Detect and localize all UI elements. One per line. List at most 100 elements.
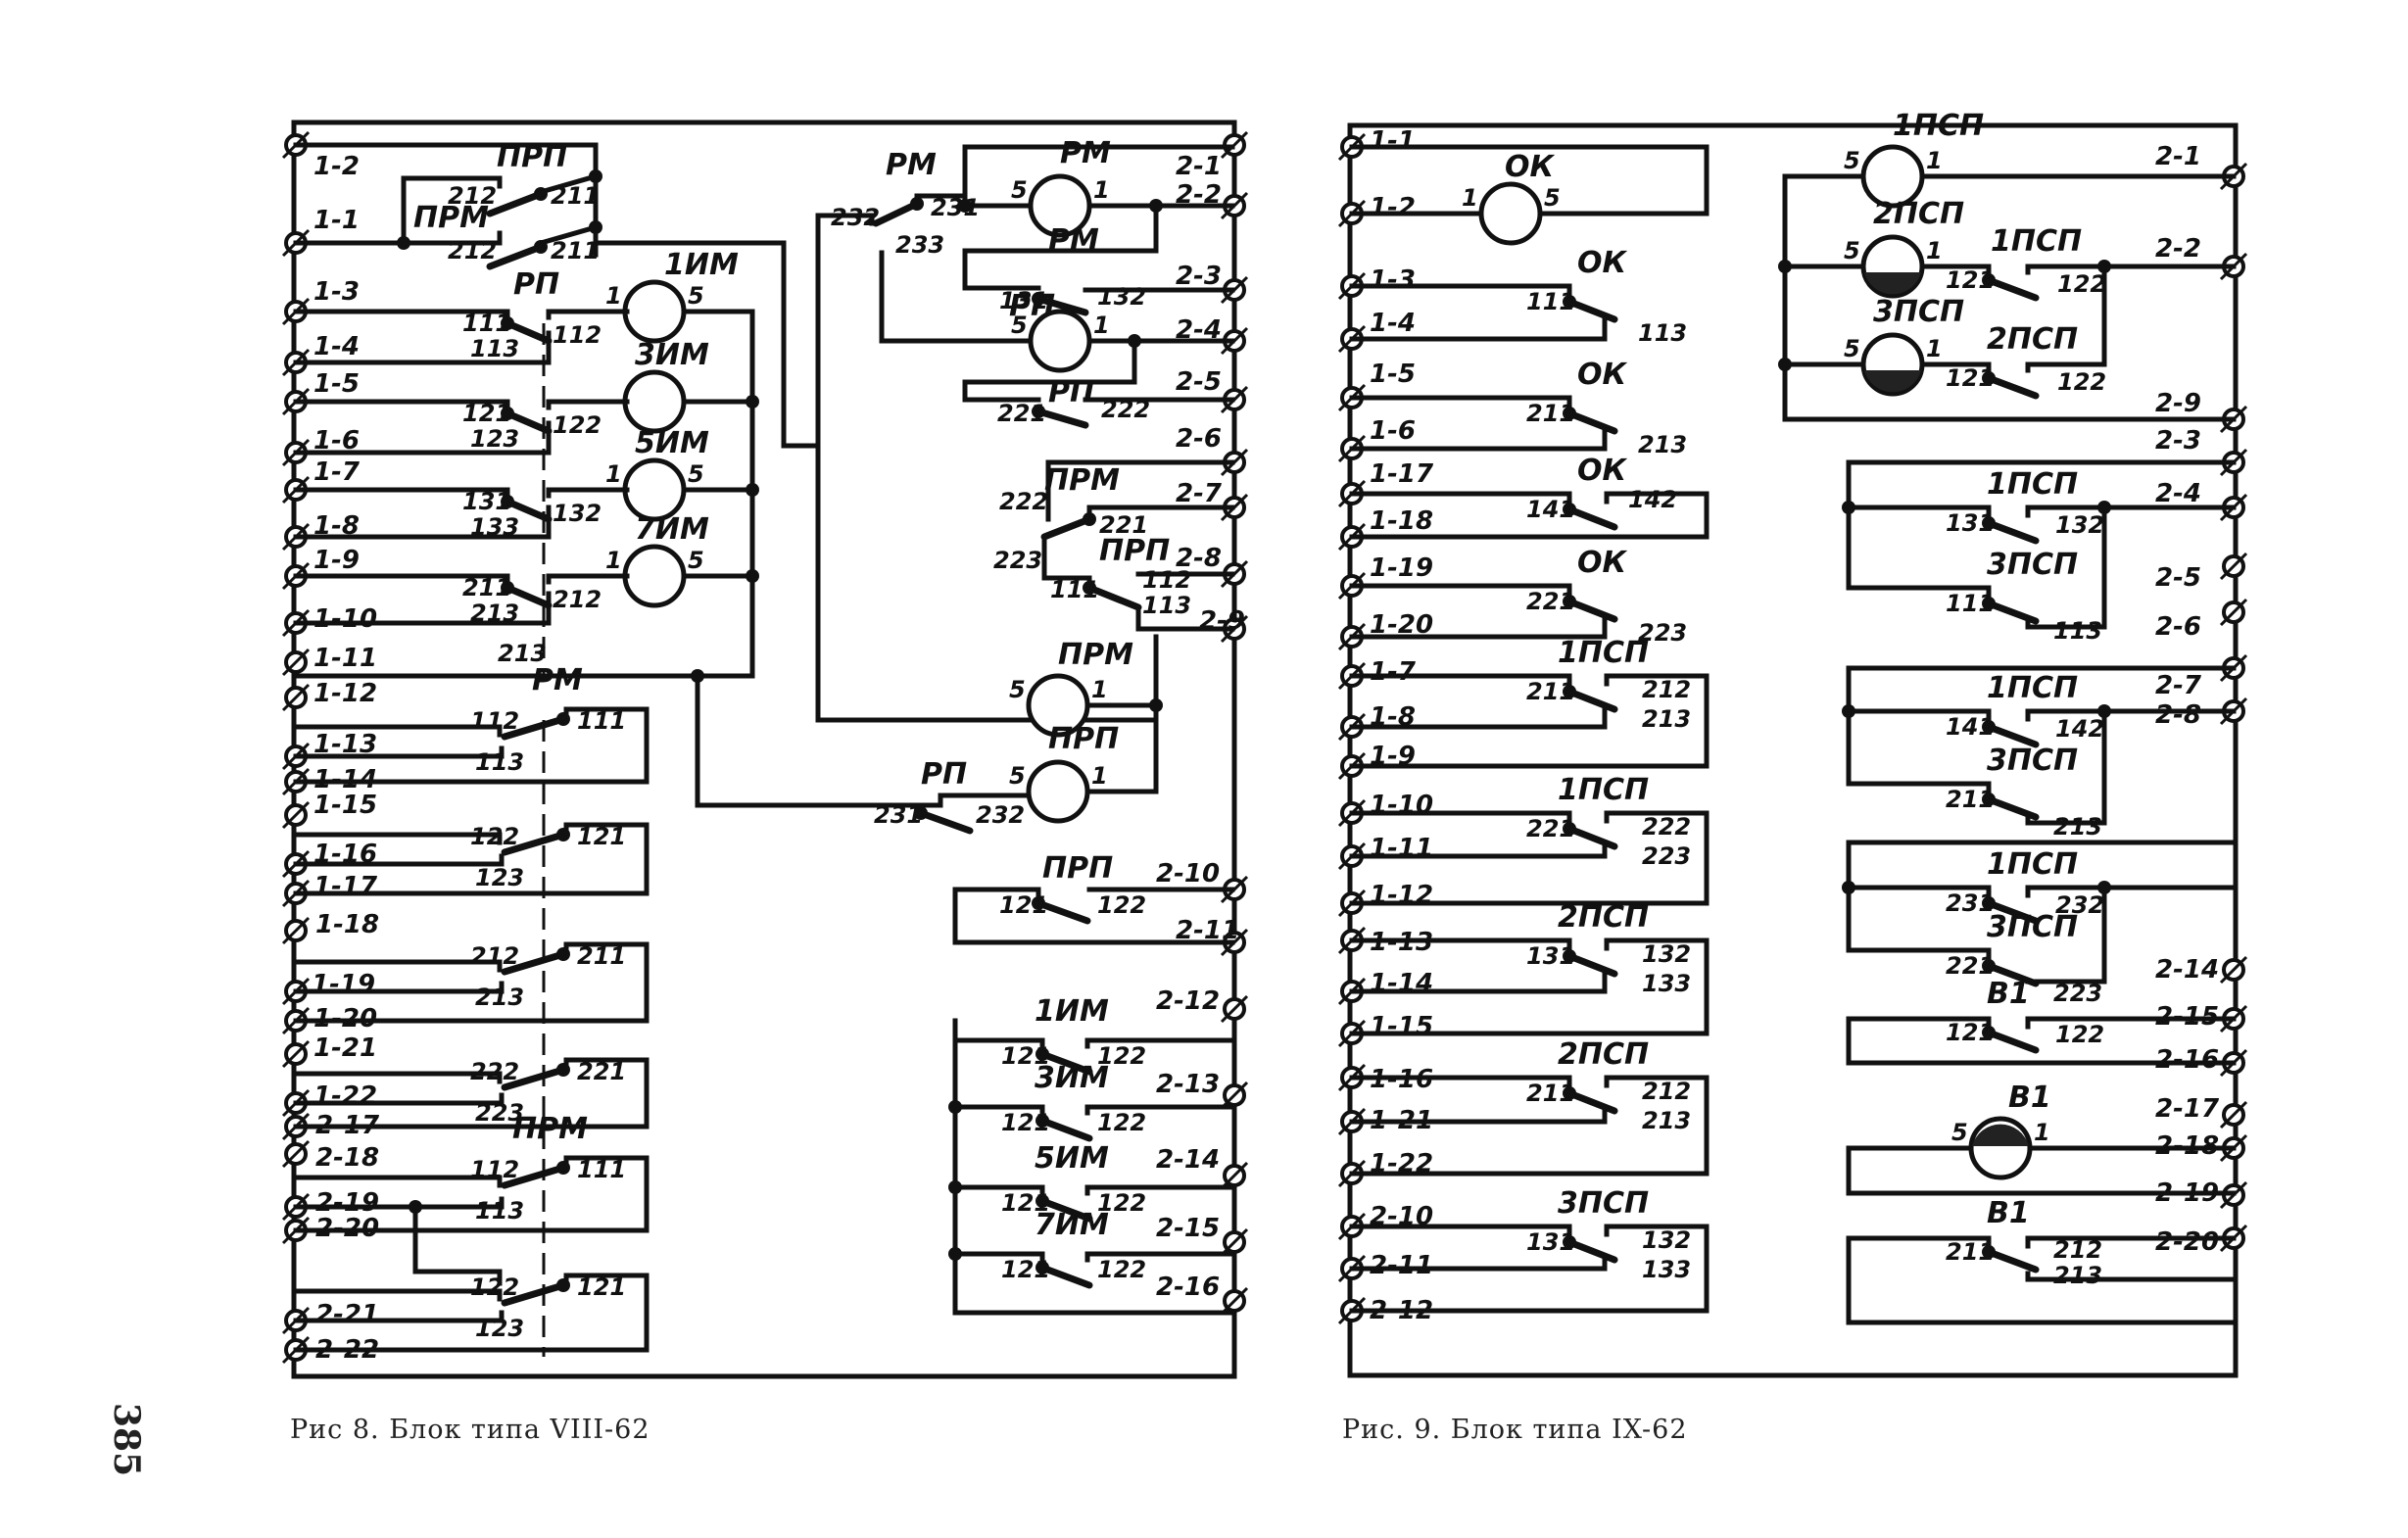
- terminal-1-21[interactable]: 1-21: [281, 1033, 377, 1069]
- wire: [952, 887, 1235, 945]
- contact-relay-label: 1ПСП: [1558, 773, 1649, 807]
- wire: [293, 853, 505, 867]
- terminal-1-19[interactable]: 1-19: [1337, 553, 1433, 601]
- terminal-2-14[interactable]: 2-14: [2155, 955, 2248, 985]
- terminal-1-11[interactable]: 1-11: [1337, 834, 1433, 871]
- terminal-2-11[interactable]: 2-11: [1337, 1251, 1433, 1283]
- terminal-1-19[interactable]: 1-19: [281, 970, 375, 1006]
- terminal-2-21[interactable]: 2-21: [281, 1300, 379, 1335]
- terminal-2-10[interactable]: 2-10: [1156, 859, 1249, 904]
- contact-pivot-label: 111: [1946, 590, 1995, 617]
- terminal-2-1[interactable]: 2-1: [2155, 142, 2248, 191]
- wire: [1135, 604, 1235, 632]
- terminal-label: 2-6: [2155, 612, 2201, 642]
- terminal-1-13[interactable]: 1-13: [281, 730, 377, 771]
- terminal-2-5[interactable]: 2-5: [2155, 552, 2248, 593]
- wire: [1349, 810, 1572, 828]
- coil-pin: 1: [605, 282, 622, 310]
- terminal-1-10[interactable]: 1-10: [281, 604, 377, 638]
- terminal-label: 1-3: [1370, 265, 1416, 295]
- terminal-2-17[interactable]: 2-17: [2155, 1094, 2248, 1129]
- contact-fixed-label: 133: [1642, 1256, 1691, 1283]
- wire: [1782, 173, 2237, 422]
- contact-relay-label: ОК: [1577, 546, 1628, 580]
- terminal-1-20[interactable]: 1-20: [1337, 610, 1433, 651]
- terminal-2-3[interactable]: 2-3: [2155, 426, 2248, 477]
- contact-fixed-label: 222: [470, 1058, 519, 1085]
- terminal-2-2[interactable]: 2-2: [2155, 234, 2248, 281]
- terminal-label: 2-1: [2155, 142, 2201, 171]
- terminal-2-18[interactable]: 2-18: [281, 1139, 379, 1173]
- terminal-label: 1-4: [1370, 309, 1416, 338]
- wire: [1349, 583, 1572, 601]
- terminal-1-5[interactable]: 1-5: [1337, 360, 1416, 412]
- coil-pin: 1: [1926, 147, 1943, 174]
- coil-pin: 1: [1926, 335, 1943, 362]
- contact-fixed-label: 122: [2057, 270, 2106, 298]
- contact-fixed-label: 122: [470, 1274, 519, 1301]
- terminal-2-6[interactable]: 2-6: [2155, 598, 2248, 642]
- contact-fixed-label: 212: [1642, 1078, 1691, 1105]
- terminal-2-10[interactable]: 2-10: [1337, 1202, 1433, 1241]
- wire: [879, 250, 1034, 344]
- terminal-slash: [1220, 994, 1249, 1024]
- contact-pivot-label: 231: [1946, 889, 1995, 917]
- junction-dot: [1842, 501, 1855, 514]
- terminal-1-18[interactable]: 1-18: [1337, 506, 1433, 552]
- contact-relay-label: 1ПСП: [1991, 224, 2082, 259]
- wire: [962, 144, 1235, 209]
- terminal-1-10[interactable]: 1-10: [1337, 791, 1433, 828]
- wire: [546, 309, 630, 320]
- terminal-slash: [281, 916, 311, 945]
- terminal-1-14[interactable]: 1-14: [1337, 969, 1433, 1006]
- terminal-2-20[interactable]: 2-20: [2155, 1224, 2248, 1257]
- contact-pivot-label: 121: [1001, 1256, 1050, 1283]
- terminal-1-12[interactable]: 1-12: [1337, 881, 1433, 918]
- contact-relay-label: 2ПСП: [1558, 900, 1649, 935]
- contact-blade: [1038, 1264, 1093, 1289]
- terminal-2-7[interactable]: 2-7: [2155, 653, 2248, 700]
- contact-pivot-label: 221: [1946, 952, 1995, 980]
- terminal-1-15[interactable]: 1-15: [281, 791, 377, 830]
- wire: [1349, 491, 1572, 508]
- terminal-1-22[interactable]: 1-22: [1337, 1149, 1433, 1188]
- terminal-1-3[interactable]: 1-3: [281, 277, 360, 326]
- terminal-1-11[interactable]: 1-11: [281, 644, 377, 677]
- terminal-1-4[interactable]: 1-4: [281, 332, 360, 377]
- terminal-2-4[interactable]: 2-4: [2155, 479, 2248, 522]
- terminal-2-9[interactable]: 2-9: [1199, 606, 1249, 644]
- terminal-1-22[interactable]: 1-22: [281, 1081, 377, 1118]
- terminal-1-17[interactable]: 1-17: [281, 872, 378, 908]
- junction-dot: [397, 236, 410, 250]
- terminal-2-12[interactable]: 2-12: [1156, 986, 1249, 1024]
- terminal-slash: [1220, 1081, 1249, 1110]
- terminal-1-17[interactable]: 1-17: [1337, 459, 1434, 508]
- contact-relay-label: 3ПСП: [1558, 1186, 1649, 1221]
- terminal-2-8[interactable]: 2-8: [2155, 697, 2248, 730]
- terminal-1-18[interactable]: 1-18: [281, 910, 379, 945]
- terminal-2-15[interactable]: 2-15: [1156, 1214, 1249, 1257]
- wire: [2025, 264, 2107, 373]
- terminal-1-1[interactable]: 1-1: [1337, 126, 1416, 162]
- terminal-1-15[interactable]: 1-15: [1337, 1012, 1433, 1048]
- terminal-2-7[interactable]: 2-7: [1176, 479, 1249, 522]
- wire: [293, 1196, 505, 1210]
- terminal-1-12[interactable]: 1-12: [281, 679, 377, 712]
- terminal-2-16[interactable]: 2-16: [1156, 1273, 1249, 1316]
- terminal-label: 2-4: [2155, 479, 2201, 508]
- terminal-1-7[interactable]: 1-7: [281, 457, 361, 505]
- contact-relay-label: 7ИМ: [1035, 1208, 1109, 1242]
- coil-pin: 5: [688, 460, 704, 488]
- terminal-label: 2-6: [1176, 424, 1222, 454]
- wire: [1349, 612, 1608, 640]
- contact-blade: [1565, 952, 1618, 978]
- wire: [2025, 1271, 2237, 1282]
- terminal-2-11[interactable]: 2-11: [1176, 916, 1249, 957]
- terminal-2-3[interactable]: 2-3: [1176, 262, 1249, 305]
